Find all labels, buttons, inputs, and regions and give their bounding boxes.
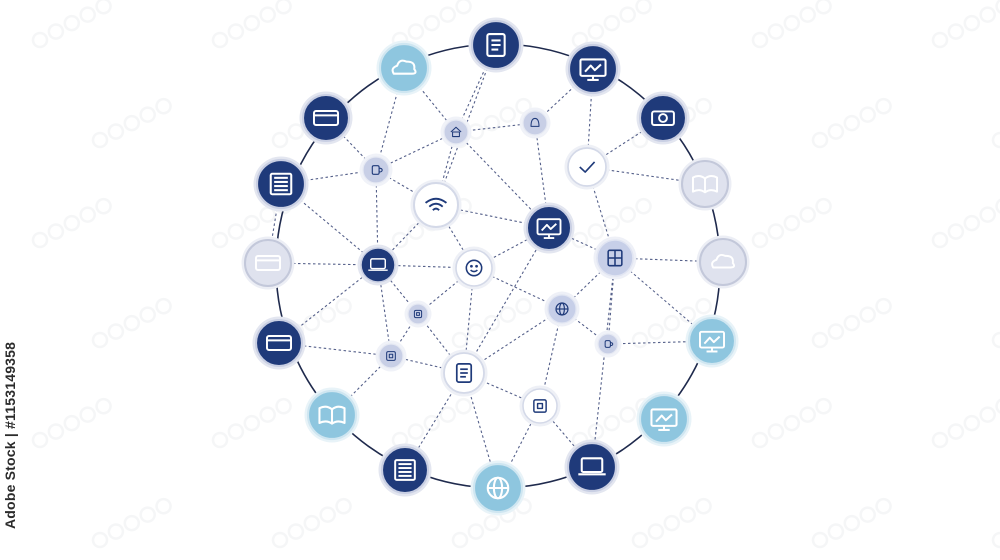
screen-icon: [650, 408, 678, 431]
watermark-text: Adobe Stock | #1153149358: [2, 341, 18, 529]
node-inner-bell[interactable]: [519, 107, 551, 139]
list-icon: [394, 459, 416, 481]
node-left-list[interactable]: [253, 156, 309, 212]
folder-icon: [312, 110, 340, 126]
node-top-left-cloud[interactable]: [376, 40, 432, 96]
connection-line: [591, 257, 616, 468]
node-inner-phone[interactable]: [375, 340, 407, 372]
connection-line: [463, 372, 541, 407]
node-left-book[interactable]: [304, 387, 360, 443]
open-book-icon: [691, 175, 719, 194]
camera-icon: [651, 110, 675, 126]
connection-line: [607, 257, 616, 345]
node-left-card[interactable]: [252, 316, 306, 370]
node-inner-home[interactable]: [440, 116, 472, 148]
open-book-icon: [318, 405, 346, 425]
node-left-folder[interactable]: [241, 236, 295, 290]
presentation-icon: [698, 330, 726, 353]
cloud-icon: [711, 253, 736, 269]
nodes: [241, 17, 750, 516]
node-inner-laptop[interactable]: [357, 244, 399, 286]
node-camera[interactable]: [636, 91, 690, 145]
checkmark-icon: [579, 161, 596, 173]
node-monitor-chart[interactable]: [565, 41, 621, 97]
card-icon: [265, 335, 293, 351]
monitor-chart-icon: [579, 58, 607, 81]
node-right-cloud[interactable]: [696, 235, 750, 289]
node-inner-grid[interactable]: [593, 236, 637, 280]
box-icon: [533, 399, 547, 413]
node-center-monitor[interactable]: [523, 202, 575, 254]
node-center-face[interactable]: [452, 246, 496, 290]
list-icon: [269, 172, 293, 196]
phone-icon: [386, 351, 396, 361]
cup-icon: [371, 165, 383, 175]
node-inner-check[interactable]: [564, 144, 610, 190]
node-bottom-right-screen[interactable]: [636, 391, 692, 447]
node-top-doc[interactable]: [468, 17, 524, 73]
laptop-icon: [368, 258, 388, 271]
node-bottom-laptop[interactable]: [564, 439, 620, 495]
node-inner-chip[interactable]: [404, 300, 432, 328]
node-inner-cup[interactable]: [359, 153, 393, 187]
connection-line: [331, 355, 392, 416]
desktop-icon: [536, 218, 562, 239]
bell-icon: [530, 117, 540, 127]
node-bottom-list[interactable]: [378, 443, 432, 497]
connection-line: [403, 67, 457, 133]
node-right-book[interactable]: [678, 157, 732, 211]
node-inner-mug[interactable]: [594, 330, 622, 358]
calculator-icon: [607, 249, 623, 267]
node-inner-tablet[interactable]: [440, 349, 488, 397]
connection-line: [404, 372, 465, 471]
tablet-icon: [455, 363, 473, 383]
home-icon: [450, 126, 462, 138]
clock-icon: [555, 302, 569, 316]
document-icon: [486, 33, 506, 57]
face-icon: [465, 259, 483, 277]
cloud-icon: [391, 59, 417, 75]
connection-line: [278, 342, 392, 357]
folder-icon: [254, 255, 282, 271]
node-inner-wifi[interactable]: [410, 179, 462, 231]
node-inner-box[interactable]: [519, 385, 561, 427]
connection-line: [463, 227, 550, 374]
globe-icon: [486, 476, 510, 500]
laptop-icon: [578, 457, 606, 476]
node-inner-clock[interactable]: [544, 291, 580, 327]
node-bottom-globe[interactable]: [470, 460, 526, 516]
chip-icon: [413, 309, 423, 319]
node-top-left-folder[interactable]: [299, 91, 353, 145]
node-right-display[interactable]: [685, 314, 739, 368]
connection-line: [377, 204, 437, 266]
mug-icon: [604, 340, 614, 348]
wifi-icon: [424, 197, 448, 211]
